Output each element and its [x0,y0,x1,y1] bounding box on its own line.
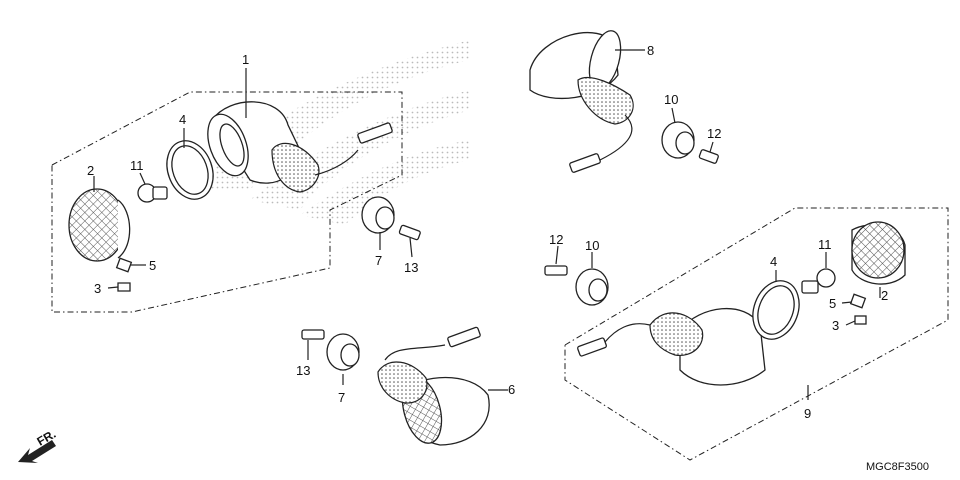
callout-tl-1: 1 [242,52,249,67]
callout-rr-11: 11 [818,237,832,252]
callout-tl-4: 4 [179,112,186,127]
front-right-turn-signal-group [301,326,508,446]
callout-tr-12: 12 [707,126,721,141]
callout-rr-9: 9 [804,406,811,421]
callout-rr-2: 2 [881,288,888,303]
callout-rm-12: 12 [549,232,563,247]
diagram-code: MGC8F3500 [866,461,929,473]
callout-bm-13: 13 [296,363,310,378]
callout-rr-3: 3 [832,318,839,333]
callout-tl-3: 3 [94,281,101,296]
callout-tl-2: 2 [87,163,94,178]
callout-tl-5: 5 [149,258,156,273]
right-middle-parts [544,245,609,306]
callout-rm-10: 10 [585,238,599,253]
rear-left-turn-signal-group [564,207,949,461]
front-direction-indicator: FR. [18,427,58,463]
callout-rr-4: 4 [770,254,777,269]
front-left-turn-signal-group [51,68,421,313]
rear-right-turn-signal-group [529,30,719,173]
callout-bm-7: 7 [338,390,345,405]
callout-rr-5: 5 [829,296,836,311]
callout-bm-6: 6 [508,382,515,397]
callout-tl-7: 7 [375,253,382,268]
callout-tr-10: 10 [664,92,678,107]
callout-tl-11: 11 [130,158,144,173]
arrow-icon [18,440,56,463]
callout-tl-13: 13 [404,260,418,275]
callout-tr-8: 8 [647,43,654,58]
